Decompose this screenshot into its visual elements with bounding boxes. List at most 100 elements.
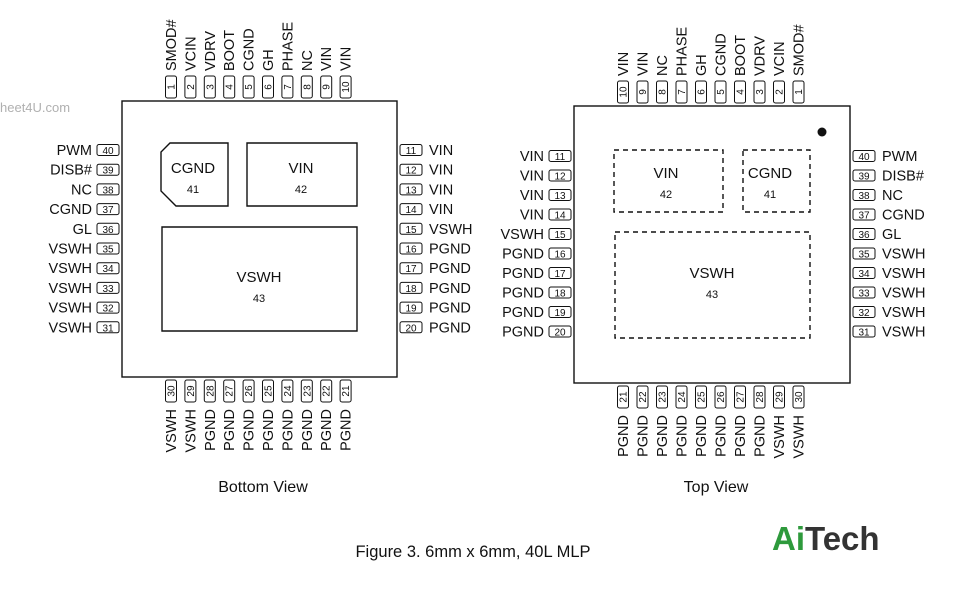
top-view-pin-number: 32: [858, 308, 870, 319]
top-view-pad-label: VSWH: [690, 265, 735, 282]
top-view-pin-pad: [734, 385, 746, 409]
top-view-pin-pad: [695, 385, 707, 409]
top-view-pin-number: 3: [755, 89, 766, 95]
top-view-pin-pad: [548, 150, 572, 162]
bottom-view-pin-pad: [184, 75, 197, 99]
top-view-pin-pad: [548, 286, 572, 299]
bottom-view-pin-number: 20: [405, 323, 417, 334]
bottom-view-pin-label: NC: [71, 182, 92, 198]
bottom-view-pin-number: 1: [167, 84, 178, 90]
bottom-view-pin-number: 14: [405, 205, 417, 216]
bottom-view-pin-number: 7: [283, 84, 294, 90]
top-view-pin-label: PGND: [694, 415, 710, 457]
top-view-pin-pad: [852, 228, 876, 240]
bottom-view-pin-label: PGND: [339, 409, 355, 451]
top-view-pin-number: 29: [775, 391, 786, 403]
top-view-pin-pad: [852, 189, 876, 201]
top-view-pin-number: 30: [794, 391, 805, 403]
bottom-view-pin-label: VIN: [429, 202, 453, 218]
bottom-view-pin-label: PGND: [429, 301, 471, 317]
top-view-pin-label: VSWH: [882, 247, 926, 263]
top-view-pin-pad: [852, 306, 876, 318]
top-view-pin-number: 9: [638, 89, 649, 95]
top-view-pin-pad: [695, 80, 707, 104]
top-view-pin-number: 34: [858, 269, 870, 280]
top-view-pin-pad: [852, 267, 876, 279]
bottom-view-pin-pad: [223, 75, 236, 99]
bottom-view-title: Bottom View: [218, 479, 308, 496]
top-view-pin-pad: [773, 80, 785, 104]
bottom-view-pad-number: 41: [187, 184, 199, 196]
top-view-pin-number: 13: [554, 191, 566, 202]
top-view-title: Top View: [684, 479, 749, 496]
top-view-pad-number: 42: [660, 189, 672, 201]
top-view-pin-label: PGND: [753, 415, 769, 457]
bottom-view-pad-label: CGND: [171, 160, 215, 177]
bottom-view-pin-pad: [399, 183, 423, 196]
bottom-view-pin-label: GH: [261, 49, 277, 71]
bottom-view-pin-number: 37: [102, 205, 114, 216]
top-view-pin-number: 38: [858, 191, 870, 202]
bottom-view-pin-label: VSWH: [49, 281, 93, 297]
bottom-view-pin-label: VIN: [339, 47, 355, 71]
top-view-pin-pad: [636, 385, 649, 409]
top-view-pin-label: GL: [882, 227, 901, 243]
top-view-pin-label: PGND: [502, 266, 544, 282]
bottom-view-pin-label: PGND: [319, 409, 335, 451]
top-view-pin-label: PGND: [675, 415, 691, 457]
top-view-pin-label: PGND: [502, 286, 544, 302]
top-view-pin-number: 1: [794, 89, 805, 95]
bottom-view-pin-pad: [96, 242, 120, 255]
bottom-view-pin-label: VIN: [429, 182, 453, 198]
bottom-view-pin-pad: [320, 75, 333, 99]
top-view-pin-label: SMOD#: [792, 24, 808, 76]
top-view-pin-label: PGND: [655, 415, 671, 457]
top-view-pin-pad: [548, 325, 572, 338]
bottom-view-pin-label: PGND: [429, 261, 471, 277]
figure-caption: Figure 3. 6mm x 6mm, 40L MLP: [355, 543, 590, 561]
top-view-pin-label: BOOT: [733, 35, 749, 76]
bottom-view-pin-pad: [96, 321, 120, 334]
top-view-package: 11VIN12VIN13VIN14VIN15VSWH16PGND17PGND18…: [501, 24, 926, 496]
top-view-pin-number: 8: [658, 89, 669, 95]
bottom-view-pin-pad: [165, 75, 177, 99]
bottom-view-pin-label: VSWH: [429, 222, 473, 238]
top-view-pin-number: 16: [554, 250, 566, 261]
bottom-view-pin-number: 36: [102, 225, 114, 236]
bottom-view-pin-number: 26: [244, 385, 255, 397]
bottom-view-pin-label: VSWH: [164, 409, 180, 453]
top-view-pin-pad: [852, 208, 876, 221]
top-view-pin-pad: [548, 169, 572, 182]
top-view-pin-number: 7: [677, 89, 688, 95]
bottom-view-pin-pad: [165, 379, 177, 403]
top-view-pin-label: VIN: [520, 188, 544, 204]
bottom-view-pin-label: PGND: [222, 409, 238, 451]
top-view-pin-number: 15: [554, 230, 566, 241]
top-view-pin-number: 22: [638, 391, 649, 403]
top-view-pin-label: VSWH: [882, 286, 926, 302]
top-view-body-outline: [573, 105, 851, 384]
bottom-view-pin-pad: [399, 203, 423, 216]
logo-part-ai: Ai: [772, 520, 805, 557]
bottom-view-pad-vswh-outline: [161, 226, 358, 332]
bottom-view-pin-pad: [281, 75, 294, 99]
top-view-pin-label: VDRV: [753, 36, 769, 76]
top-view-pin-number: 26: [716, 391, 727, 403]
top-view-pin-number: 24: [677, 391, 688, 403]
top-view-pin-pad: [714, 385, 727, 409]
top-view-pin-pad: [617, 80, 629, 104]
bottom-view-pin-pad: [96, 301, 120, 314]
bottom-view-pin-number: 8: [302, 84, 313, 90]
bottom-view-pin-pad: [242, 379, 255, 403]
bottom-view-pin-number: 19: [405, 304, 417, 315]
top-view-pin-label: NC: [882, 188, 903, 204]
bottom-view-pin-number: 4: [225, 84, 236, 90]
bottom-view-pin-pad: [203, 379, 216, 403]
top-view-pin-label: PHASE: [675, 27, 691, 76]
top-view-pin-pad: [852, 169, 876, 182]
bottom-view-pin-number: 16: [405, 245, 417, 256]
bottom-view-pin-label: GL: [73, 222, 92, 238]
bottom-view-pin-pad: [184, 379, 197, 403]
bottom-view-pin-number: 3: [205, 84, 216, 90]
